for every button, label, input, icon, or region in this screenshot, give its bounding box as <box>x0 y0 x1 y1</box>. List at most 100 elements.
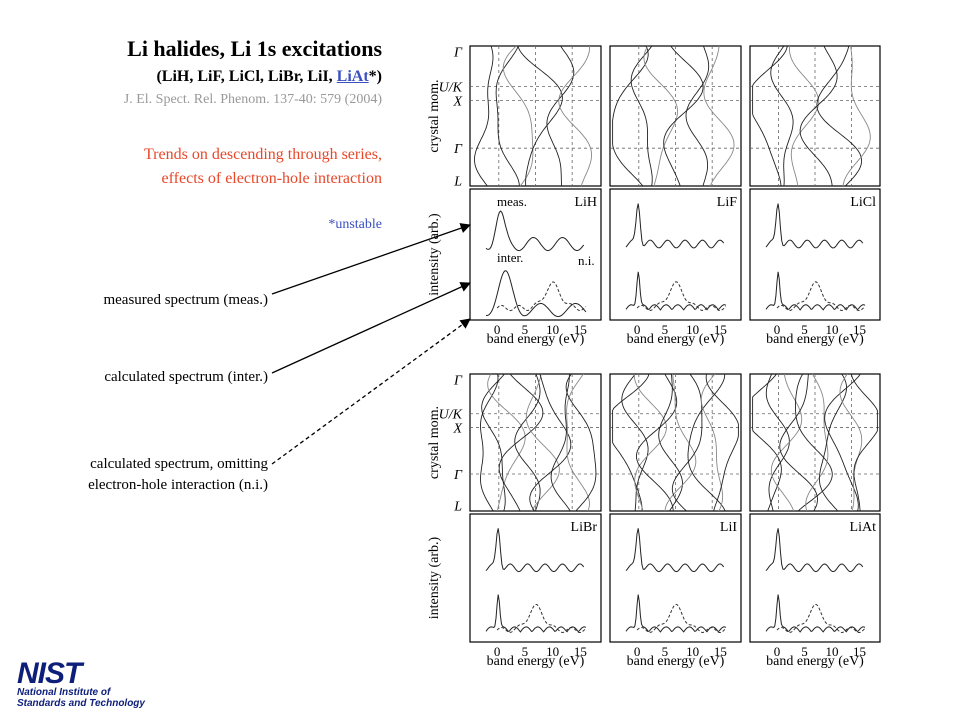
band-curve <box>480 373 499 512</box>
xtick-5: 5 <box>522 644 529 659</box>
callout-measured: measured spectrum (meas.) <box>103 292 268 308</box>
subtitle-suffix: *) <box>368 68 382 85</box>
xtick-5: 5 <box>522 322 529 337</box>
liat-link[interactable]: LiAt <box>336 68 369 85</box>
trends-line-1: Trends on descending through series, <box>143 146 382 163</box>
xlabel-band-energy: band energy (eV) <box>487 654 585 669</box>
band-curve <box>643 45 678 187</box>
arrow-calculated <box>271 282 471 374</box>
band-curve <box>481 373 506 512</box>
band-ylabel-1: crystal mom. <box>427 406 442 479</box>
measured-trace <box>625 203 725 249</box>
band-curve <box>612 45 649 187</box>
spec-ylabel-1: intensity (arb.) <box>427 536 442 619</box>
xtick-0: 0 <box>634 322 641 337</box>
xlabel-band-energy: band energy (eV) <box>766 332 864 347</box>
ni-trace <box>496 281 587 312</box>
band-curve <box>795 373 833 512</box>
xtick-5: 5 <box>801 322 808 337</box>
nist-logo-line-1: National Institute of <box>17 687 112 698</box>
band-curve <box>770 373 803 512</box>
callout-omitting-line-1: calculated spectrum, omitting <box>90 456 268 472</box>
subtitle-prefix: (LiH, LiF, LiCl, LiBr, LiI, <box>156 68 337 85</box>
band-curve <box>752 45 788 187</box>
band-curve <box>752 373 782 512</box>
spectrum-panel-frame <box>469 188 602 321</box>
xlabel-band-energy: band energy (eV) <box>766 654 864 669</box>
nist-logo-mark: NIST <box>17 657 85 690</box>
callout-omitting: calculated spectrum, omitting electron-h… <box>88 454 268 496</box>
measured-trace <box>765 528 864 573</box>
panel-label-LiCl: LiCl <box>850 195 876 210</box>
calculated-trace <box>485 270 587 318</box>
band-curve <box>502 45 534 187</box>
calculated-trace <box>625 271 727 311</box>
calculated-trace <box>765 271 866 311</box>
xtick-15: 15 <box>574 644 587 659</box>
xtick-5: 5 <box>662 644 669 659</box>
measured-trace <box>765 203 864 249</box>
panels-layer <box>469 45 881 643</box>
arrow-omitting <box>271 318 471 465</box>
sym-point-1-0: Γ <box>453 373 463 388</box>
xtick-15: 15 <box>714 322 727 337</box>
band-curve <box>770 45 794 187</box>
band-curve <box>487 373 526 512</box>
slide-title: Li halides, Li 1s excitations <box>127 36 382 61</box>
band-curve <box>658 373 683 512</box>
spec-ylabel-0: intensity (arb.) <box>427 213 442 296</box>
sym-point-0-3: Γ <box>453 142 463 157</box>
callout-calculated: calculated spectrum (inter.) <box>104 369 268 385</box>
nist-logo-line-2: Standards and Technology <box>17 698 145 709</box>
spectrum-panel-frame <box>609 188 742 321</box>
ni-trace <box>776 603 866 634</box>
panel-label-LiH: LiH <box>574 195 597 210</box>
band-curve <box>818 373 847 512</box>
xtick-0: 0 <box>494 644 501 659</box>
band-curve <box>671 373 703 512</box>
band-curve <box>546 45 575 187</box>
band-curve <box>550 373 571 512</box>
xtick-0: 0 <box>774 322 781 337</box>
measured-trace <box>485 210 585 252</box>
xtick-10: 10 <box>826 322 839 337</box>
calculated-trace <box>485 594 587 633</box>
journal-reference: J. El. Spect. Rel. Phenom. 137-40: 579 (… <box>123 92 382 107</box>
panel-label-LiAt: LiAt <box>850 520 877 535</box>
sym-point-1-4: L <box>453 500 462 515</box>
trends-line-2: effects of electron-hole interaction <box>161 170 382 187</box>
band-curve <box>842 45 871 187</box>
arrow-measured <box>271 223 471 295</box>
band-curve <box>799 45 838 187</box>
band-curve <box>816 45 863 187</box>
xtick-0: 0 <box>634 644 641 659</box>
sym-point-0-1: U/K <box>439 81 463 96</box>
band-curve <box>703 45 735 187</box>
slide-subtitle: (LiH, LiF, LiCl, LiBr, LiI, LiAt*) <box>156 68 382 86</box>
calculated-trace <box>625 594 727 633</box>
xtick-15: 15 <box>714 644 727 659</box>
band-curve <box>498 373 544 512</box>
xlabel-band-energy: band energy (eV) <box>627 332 725 347</box>
ni-trace <box>496 603 587 634</box>
band-curve <box>705 373 739 512</box>
spectrum-panel-frame <box>469 513 602 643</box>
trends-note: Trends on descending through series, eff… <box>144 143 382 191</box>
annot-meas: meas. <box>497 194 527 209</box>
unstable-footnote: *unstable <box>328 217 382 232</box>
band-curve <box>495 45 520 187</box>
figure-text-layer: crystal mom. intensity (arb.) Γ U/KX Γ L LiH 0 5… <box>427 46 876 669</box>
ni-trace <box>636 603 727 634</box>
sym-point-0-2: X <box>452 95 462 110</box>
calculated-trace <box>765 594 866 633</box>
band-curve <box>525 373 560 512</box>
band-curve <box>765 373 790 512</box>
band-curve <box>630 45 653 187</box>
spectrum-panel-frame <box>609 513 742 643</box>
xtick-15: 15 <box>853 322 866 337</box>
sym-point-1-3: Γ <box>453 468 463 483</box>
callout-arrows <box>271 223 471 465</box>
sym-point-0-0: Γ <box>453 46 463 61</box>
band-curve <box>565 373 597 512</box>
panel-label-LiBr: LiBr <box>571 520 598 535</box>
